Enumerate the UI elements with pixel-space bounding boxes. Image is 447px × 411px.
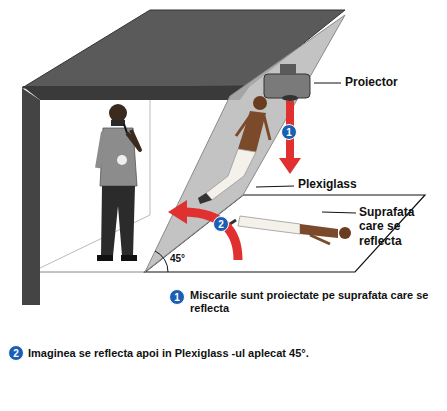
lying-pants (238, 216, 300, 234)
ghost-figure (198, 96, 270, 204)
angle-label: 45° (170, 253, 185, 265)
performer (97, 104, 140, 261)
performer-pants (101, 186, 135, 256)
performer-head (109, 104, 127, 122)
performer-arm (127, 130, 140, 150)
room-corner (150, 100, 151, 215)
projector-mount (280, 64, 296, 74)
part-label: Proiector (343, 75, 400, 89)
ghost-shoe (198, 193, 212, 204)
plexiglass-sheet (145, 15, 345, 272)
leader-line (256, 186, 294, 187)
ghost-arm (236, 116, 250, 136)
front-beam (22, 86, 250, 100)
ghost-head (253, 96, 267, 110)
reflection-arrow (186, 212, 238, 260)
performer-shoe (97, 255, 113, 261)
note-text: Imaginea se reflecta apoi in Plexiglass … (28, 347, 440, 360)
callout-number: 1 (281, 124, 297, 140)
performer-beard (111, 120, 125, 126)
performer-shoe (121, 255, 137, 261)
ghost-pants (206, 149, 256, 200)
shirt-logo (117, 155, 127, 165)
note-text: Miscarile sunt proiectate pe suprafata c… (190, 289, 440, 315)
angle-arc (155, 251, 168, 272)
leader-line (322, 212, 356, 213)
projection-arrowhead (279, 158, 301, 174)
projector-lens (282, 95, 298, 101)
part-label: Suprafata care se reflecta (359, 205, 427, 248)
microphone (124, 124, 127, 133)
callout-number: 2 (8, 345, 24, 361)
lying-foot (230, 220, 236, 224)
ghost-arm (264, 116, 270, 140)
lying-head (339, 227, 351, 239)
lying-figure (230, 216, 351, 244)
projector-body (264, 74, 310, 98)
callout-number: 1 (169, 289, 185, 305)
left-wall (22, 88, 40, 305)
stage-edge (40, 272, 145, 273)
part-label: Plexiglass (296, 177, 359, 191)
performer-sleeve (98, 132, 104, 168)
lying-torso (300, 224, 338, 238)
lying-arm (310, 235, 330, 244)
projector (264, 64, 310, 101)
callout-number: 2 (213, 216, 229, 232)
ghost-torso (238, 111, 266, 152)
reflection-arrowhead (168, 200, 187, 224)
leader-line (314, 83, 341, 84)
